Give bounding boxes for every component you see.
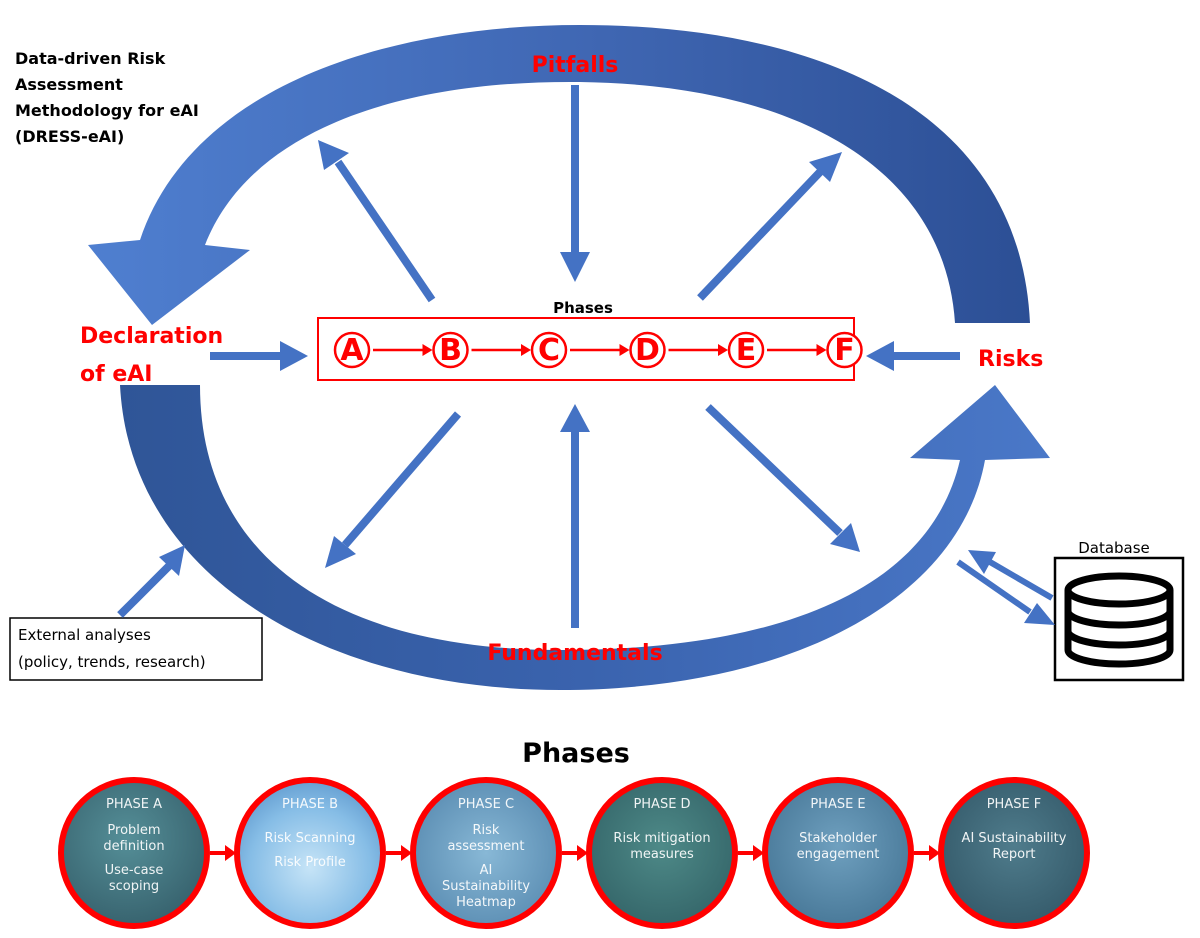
fundamentals-arrow bbox=[560, 404, 590, 628]
title-line-3: Methodology for eAI bbox=[15, 101, 199, 120]
arrow-down-right bbox=[705, 404, 860, 552]
database-block: Database bbox=[1053, 539, 1185, 682]
phases-title: Phases bbox=[522, 738, 630, 769]
phase-card-f bbox=[938, 777, 1090, 929]
phase-card-connector-head bbox=[753, 845, 764, 861]
phase-letter-connector-head bbox=[422, 344, 433, 356]
declaration-arrow bbox=[210, 341, 308, 371]
phase-card-line: Risk Profile bbox=[274, 855, 346, 870]
phase-card-connector-head bbox=[401, 845, 412, 861]
phase-card-heading: PHASE F bbox=[987, 797, 1042, 812]
phase-card-heading: PHASE B bbox=[282, 797, 338, 812]
phase-card-line: Risk Scanning bbox=[264, 831, 355, 846]
phase-letter-connector-head bbox=[619, 344, 630, 356]
arrow-up-left bbox=[318, 140, 436, 303]
phase-card-connector-head bbox=[577, 845, 588, 861]
phase-letters: A B C D E F bbox=[333, 331, 863, 369]
declaration-label-line1: Declaration bbox=[80, 324, 223, 349]
phase-card-line: Use-case bbox=[105, 863, 164, 878]
title-line-1: Data-driven Risk bbox=[15, 49, 166, 68]
phase-card-line: Problem bbox=[107, 823, 160, 838]
phase-card-line: definition bbox=[103, 839, 164, 854]
risks-arrow bbox=[866, 341, 960, 371]
phase-letter-f: F bbox=[834, 333, 855, 368]
declaration-label-line2: of eAI bbox=[80, 362, 152, 387]
phase-card-heading: PHASE E bbox=[810, 797, 865, 812]
phase-card-line: Report bbox=[992, 847, 1035, 862]
pitfalls-arrow bbox=[560, 85, 590, 282]
phase-card-line: Risk mitigation bbox=[613, 831, 710, 846]
phase-card-line: assessment bbox=[447, 839, 524, 854]
arrow-down-left bbox=[325, 411, 462, 568]
top-cycle-arrow bbox=[88, 25, 1030, 325]
phase-letter-d: D bbox=[635, 333, 660, 368]
phase-letter-circle-b bbox=[432, 331, 469, 369]
phase-card-heading: PHASE A bbox=[106, 797, 162, 812]
external-arrow bbox=[117, 545, 185, 618]
phase-letter-circle-c bbox=[530, 331, 568, 369]
phase-card-line: Heatmap bbox=[456, 895, 516, 910]
phase-sequence-box: A B C D E F bbox=[317, 317, 863, 381]
title-line-2: Assessment bbox=[15, 75, 123, 94]
phase-card-a bbox=[58, 777, 210, 929]
phase-card-line: AI Sustainability bbox=[962, 831, 1067, 846]
phase-card-line: measures bbox=[630, 847, 694, 862]
phase-letter-circle-e bbox=[727, 331, 765, 369]
bottom-cycle-arrow bbox=[120, 385, 1050, 690]
phases-small-label: Phases bbox=[553, 299, 613, 317]
database-icon bbox=[1064, 572, 1174, 668]
phase-letter-circle-a bbox=[333, 331, 371, 369]
phase-letter-connector-head bbox=[718, 344, 728, 356]
phase-card-d bbox=[586, 777, 738, 929]
database-arrows bbox=[956, 550, 1055, 625]
phase-card-connector-head bbox=[225, 845, 236, 861]
phase-card-b bbox=[234, 777, 386, 929]
phase-card-line: Sustainability bbox=[442, 879, 530, 894]
phase-card-heading: PHASE D bbox=[633, 797, 690, 812]
phase-card-line: engagement bbox=[797, 847, 880, 862]
external-line-2: (policy, trends, research) bbox=[18, 653, 206, 671]
phase-letter-b: B bbox=[439, 333, 462, 368]
phase-letter-circle-d bbox=[629, 331, 666, 369]
fundamentals-label: Fundamentals bbox=[487, 641, 662, 666]
phase-card-connector-head bbox=[929, 845, 940, 861]
external-line-1: External analyses bbox=[18, 626, 151, 644]
phase-card-e bbox=[762, 777, 914, 929]
phase-letter-a: A bbox=[340, 333, 364, 368]
phase-letter-c: C bbox=[538, 333, 560, 368]
phase-card-line: Risk bbox=[473, 823, 500, 838]
phase-card-c bbox=[410, 777, 562, 929]
phase-card-line: Stakeholder bbox=[799, 831, 877, 846]
title-line-4: (DRESS-eAI) bbox=[15, 127, 124, 146]
external-analyses-box: External analyses (policy, trends, resea… bbox=[9, 617, 263, 681]
pitfalls-label: Pitfalls bbox=[532, 53, 619, 78]
methodology-title: Data-driven Risk Assessment Methodology … bbox=[15, 49, 199, 146]
phase-letter-circle-f bbox=[826, 331, 863, 369]
phase-letter-connector-head bbox=[816, 344, 827, 356]
phase-card-line: AI bbox=[480, 863, 493, 878]
phase-letter-e: E bbox=[736, 333, 757, 368]
phase-card-line: scoping bbox=[109, 879, 159, 894]
arrow-up-right bbox=[697, 152, 842, 301]
database-label: Database bbox=[1078, 539, 1150, 557]
phase-card-heading: PHASE C bbox=[458, 797, 514, 812]
phase-letter-connector-head bbox=[521, 344, 531, 356]
risks-label: Risks bbox=[978, 347, 1043, 372]
